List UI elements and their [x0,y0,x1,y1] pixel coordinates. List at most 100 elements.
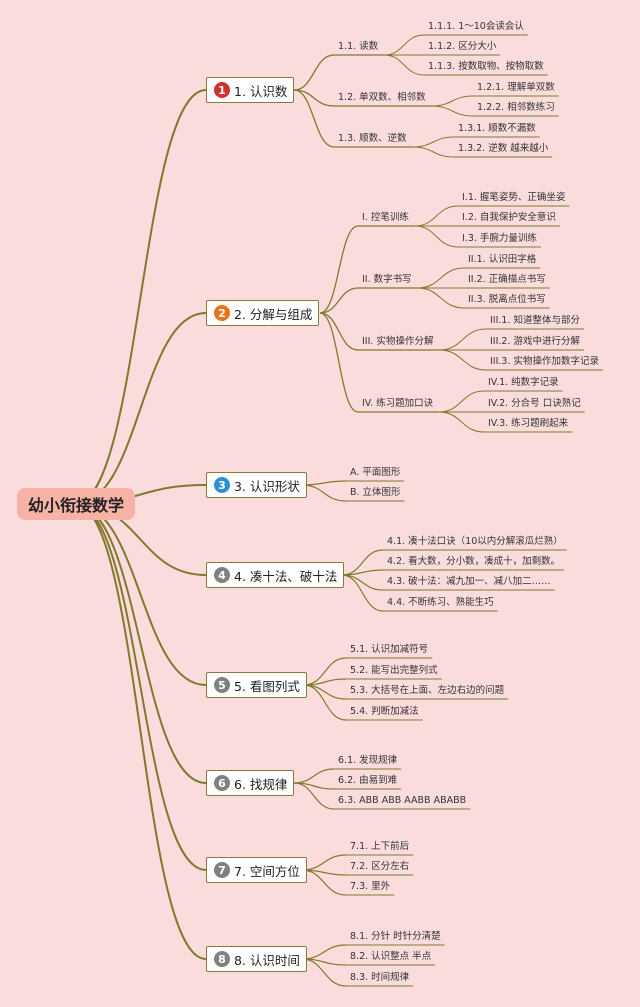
number-badge: 8 [214,951,230,967]
number-badge: 7 [214,862,230,878]
subtopic-label: 1.2. 单双数、相邻数 [338,92,426,103]
leaf-connector [301,854,347,871]
leaf-label: 8.1. 分针 时针分清楚 [350,931,441,942]
leaf-label: II.1. 认识田字格 [468,254,537,265]
leaf-connector [301,480,347,486]
leaf-label: 5.3. 大括号在上面、左边右边的问题 [350,685,505,696]
leaf-connector [341,574,384,612]
leaf-label: III.2. 游戏中进行分解 [490,336,581,347]
leaf-connector [412,136,455,148]
leaf-label: A. 平面图形 [350,467,401,478]
leaf-label: 6.1. 发现规律 [338,755,398,766]
leaf-connector [414,205,459,227]
leaf-connector [412,146,455,158]
leaf-connector [439,349,487,371]
leaf-label: II.3. 脱离点位书写 [468,294,546,305]
leaf-label: I.1. 握笔姿势、正确坐姿 [462,192,566,203]
leaf-connector [293,782,335,810]
leaf-label: 5.2. 能写出完整列式 [350,665,438,676]
leaf-label: 6.3. ABB ABB AABB ABABB [338,795,467,806]
leaf-label: 5.4. 判断加减法 [350,706,419,717]
leaf-connector [301,484,347,502]
leaf-label: 7.1. 上下前后 [350,841,410,852]
leaf-label: I.3. 手腕力量训练 [462,233,537,244]
leaf-label: IV.3. 练习题刷起来 [488,418,569,429]
leaf-label: 1.3.1. 顺数不漏数 [458,123,536,134]
leaf-connector [341,569,384,576]
leaf-label: 6.2. 由易到难 [338,775,398,786]
leaf-connector [293,768,335,784]
leaf-label: 7.3. 里外 [350,881,391,892]
leaf-connector [439,411,485,433]
number-badge: 2 [214,305,230,321]
leaf-label: IV.2. 分合号 口诀熟记 [488,398,581,409]
number-badge: 4 [214,567,230,583]
leaf-label: 1.2.2. 相邻数练习 [477,102,555,113]
number-badge: 5 [214,677,230,693]
leaf-label: 8.3. 时间规律 [350,972,410,983]
root-node: 幼小衔接数学 [17,488,135,520]
branch-label: 7. 空间方位 [234,863,300,879]
root-title: 幼小衔接数学 [27,496,124,515]
number-badge: 3 [214,477,230,493]
leaf-label: 8.2. 认识整点 半点 [350,951,432,962]
root-connector [74,89,207,505]
leaf-label: II.2. 正确描点书写 [468,274,546,285]
leaf-label: III.3. 实物操作加数字记录 [490,356,600,367]
branch-connector [319,312,359,351]
subtopic-label: 1.1. 读数 [338,41,379,52]
subtopic-label: I. 控笔训练 [362,212,409,223]
leaf-label: 1.1.3. 按数取物、按物取数 [428,61,544,72]
branch-label: 3. 认识形状 [234,478,300,494]
leaf-connector [431,95,474,107]
branch-label: 4. 凑十法、破十法 [234,568,338,584]
leaf-connector [431,105,474,117]
root-connector [74,503,207,686]
leaf-connector [414,225,459,248]
leaf-label: 7.2. 区分左右 [350,861,410,872]
root-connector [74,503,207,784]
subtopic-label: IV. 练习题加口诀 [362,398,434,409]
subtopic-label: 1.3. 顺数、逆数 [338,133,407,144]
branch-connector [319,287,359,314]
branch-label: 1. 认识数 [234,83,288,99]
leaf-connector [439,390,485,413]
root-connector [74,503,207,960]
root-connector [74,312,207,505]
leaf-connector [384,54,425,76]
leaf-connector [384,34,425,56]
leaf-connector [301,958,347,987]
leaf-connector [303,657,347,686]
leaf-connector [301,944,347,960]
branch-connector [293,89,335,148]
branch-label: 2. 分解与组成 [234,306,313,322]
leaf-label: 5.1. 认识加减符号 [350,644,429,655]
leaf-connector [417,267,465,289]
branch-label: 8. 认识时间 [234,952,300,968]
root-connector [74,503,207,871]
leaf-connector [303,684,347,721]
leaf-label: 4.4. 不断练习、熟能生巧 [387,597,494,608]
leaf-label: IV.1. 纯数字记录 [488,377,559,388]
leaf-label: 4.2. 看大数，分小数，凑成十，加剩数。 [387,556,561,567]
leaf-label: 1.2.1. 理解单双数 [477,82,555,93]
leaf-connector [341,574,384,591]
subtopic-label: II. 数字书写 [362,274,412,285]
leaf-label: B. 立体图形 [350,487,401,498]
leaf-label: I.2. 自我保护安全意识 [462,212,556,223]
leaf-label: III.1. 知道整体与部分 [490,315,581,326]
branch-connector [319,312,359,413]
leaf-label: 1.3.2. 逆数 越来越小 [458,143,549,154]
branch-label: 6. 找规律 [234,776,288,792]
number-badge: 1 [214,82,230,98]
branch-connector [293,54,335,91]
leaf-connector [341,549,384,576]
leaf-label: 4.1. 凑十法口诀（10以内分解滚瓜烂熟） [387,536,563,547]
leaf-connector [439,328,487,351]
